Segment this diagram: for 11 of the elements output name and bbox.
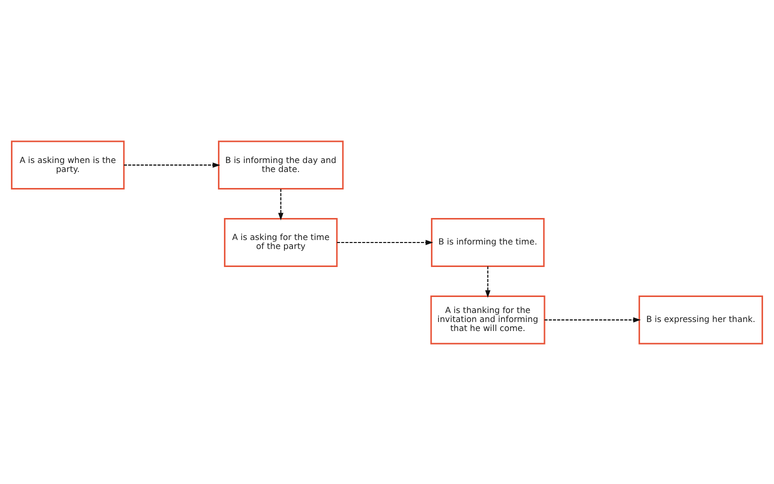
node-box: B is informing the time. <box>430 218 545 266</box>
arrow <box>124 162 220 168</box>
node-box: A is asking when is the party. <box>10 140 125 190</box>
node-box: A is thanking for the invitation and informing that he will come. <box>430 294 546 344</box>
arrow <box>337 239 434 245</box>
arrow <box>544 316 641 322</box>
arrow <box>278 188 284 220</box>
node-box: A is asking for the time of the party <box>224 218 338 266</box>
node-box: B is expressing her thank. <box>638 294 764 344</box>
node-box: B is informing the day and the date. <box>218 140 344 190</box>
arrow <box>485 266 490 298</box>
